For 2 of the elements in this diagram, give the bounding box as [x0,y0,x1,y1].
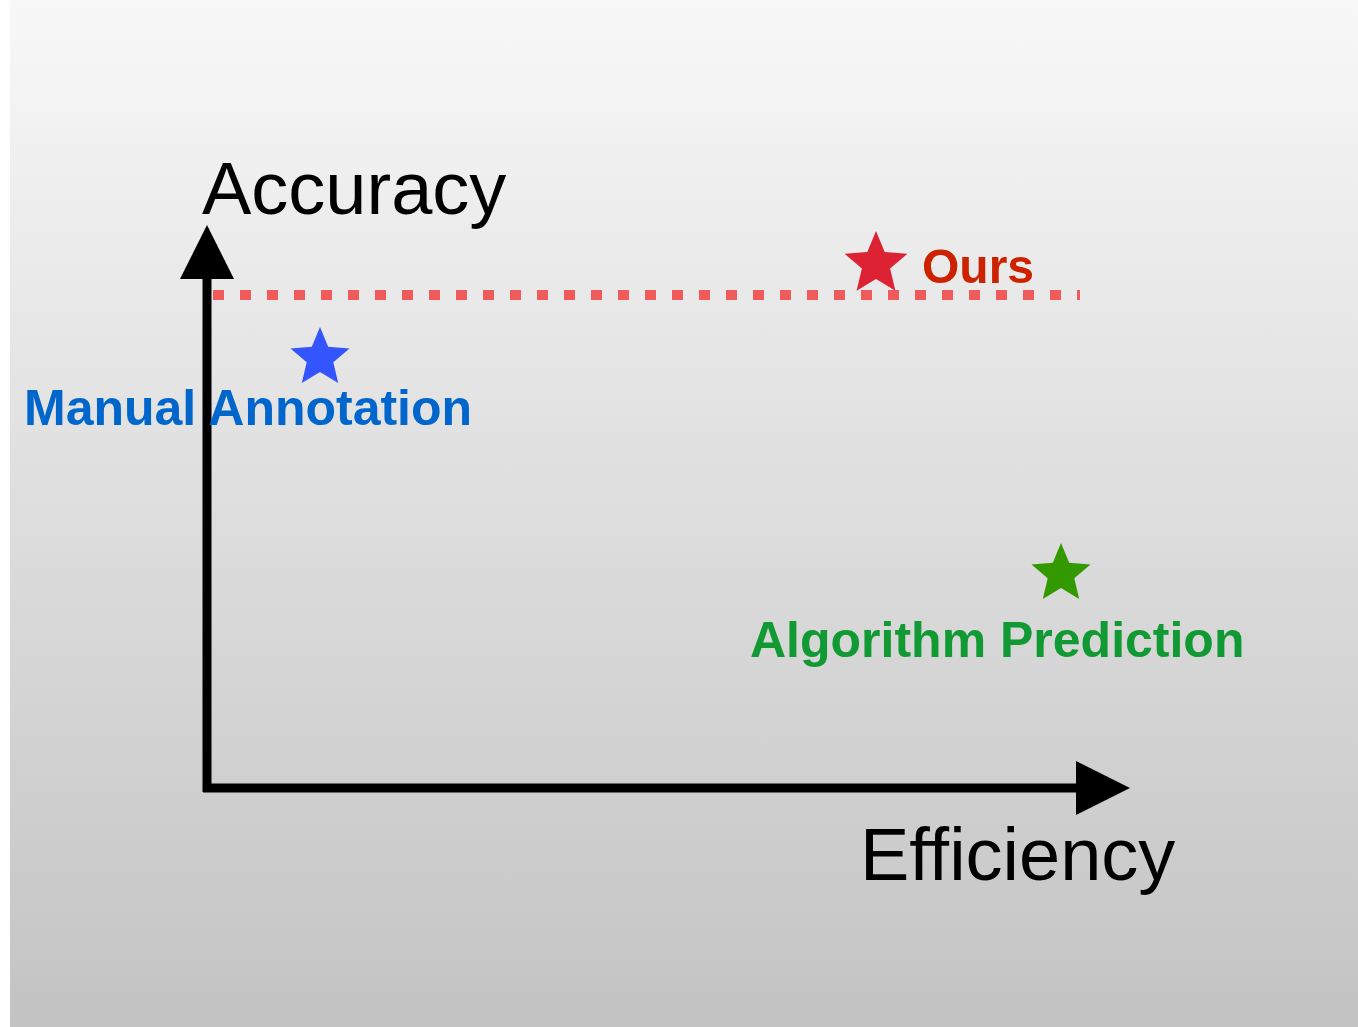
point-label: Ours [922,243,1035,291]
point-label: Algorithm Prediction [750,615,1245,665]
